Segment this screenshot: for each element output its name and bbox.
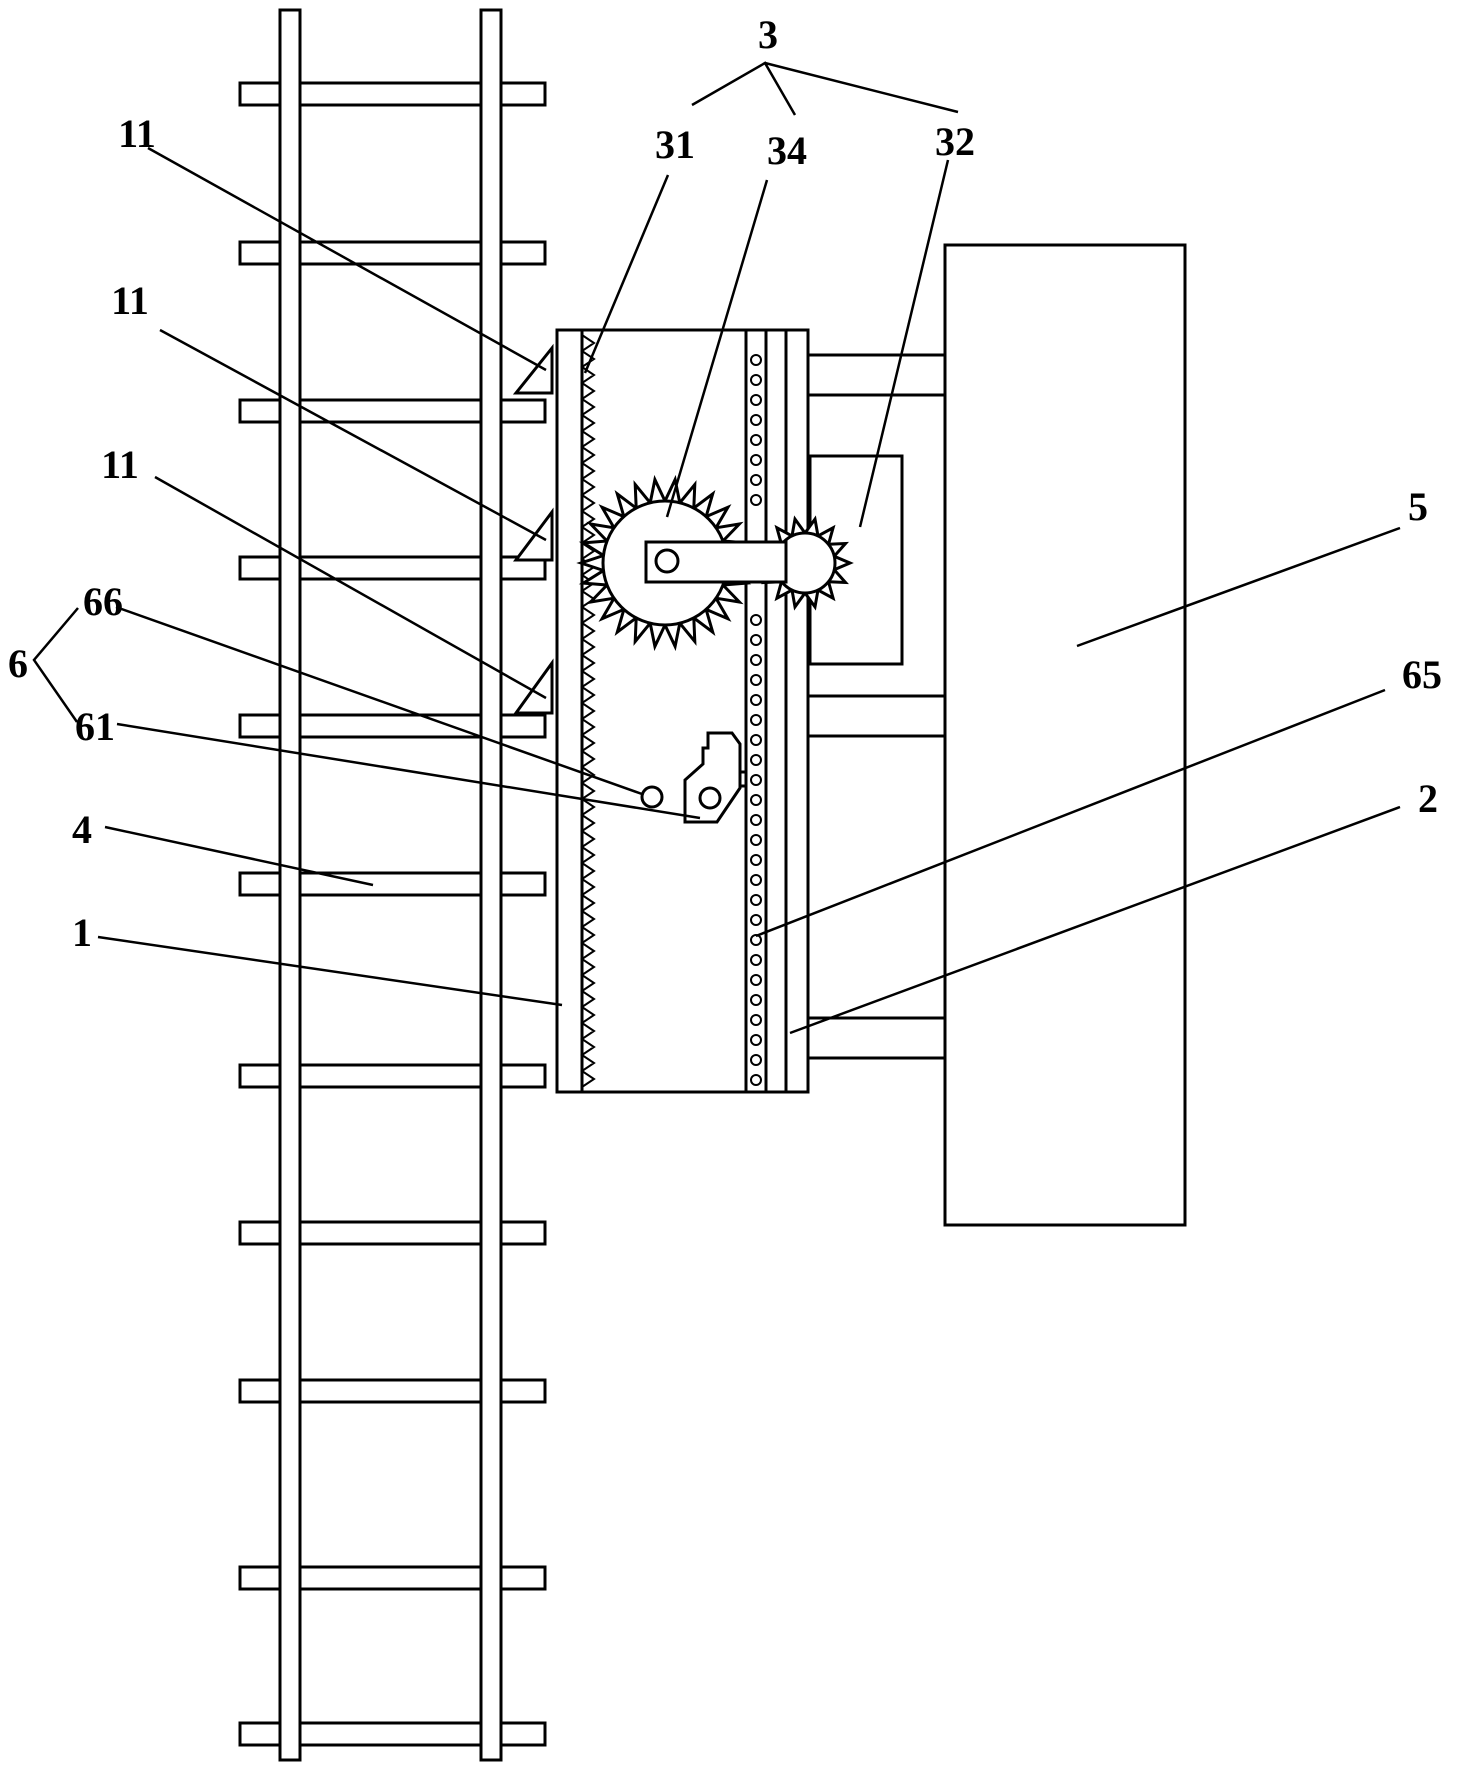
chain-roller: [751, 855, 761, 865]
chain-roller: [751, 715, 761, 725]
chain-roller: [751, 955, 761, 965]
label-2: 2: [1418, 776, 1438, 821]
chain-roller: [751, 1035, 761, 1045]
label-4: 4: [72, 807, 92, 852]
connector-arm-middle: [807, 696, 945, 736]
label-11-c: 11: [101, 442, 139, 487]
leader-6: [34, 608, 78, 722]
latch-pin: [700, 788, 720, 808]
chain-roller: [751, 935, 761, 945]
label-34: 34: [767, 128, 807, 173]
chain-roller: [751, 1075, 761, 1085]
chain-roller: [751, 375, 761, 385]
latch-stop-66: [642, 787, 662, 807]
hook-upper: [516, 348, 552, 393]
chain-roller: [751, 455, 761, 465]
label-11-a: 11: [118, 111, 156, 156]
frame-1: [557, 330, 808, 1092]
label-32: 32: [935, 119, 975, 164]
leader-3-right: [765, 63, 958, 112]
ladder-left-rail: [280, 10, 300, 1760]
chain-roller: [751, 435, 761, 445]
body-5: [807, 245, 1185, 1225]
chain-roller: [751, 395, 761, 405]
chain-roller: [751, 895, 761, 905]
main-body-5: [945, 245, 1185, 1225]
connector-arm-bottom: [807, 1018, 945, 1058]
hook-lower: [516, 663, 552, 713]
label-61: 61: [75, 704, 115, 749]
hook-middle: [516, 512, 552, 560]
ladder-track: [240, 10, 545, 1760]
chain-roller: [751, 915, 761, 925]
chain-roller: [751, 775, 761, 785]
chain-roller: [751, 795, 761, 805]
label-11-b: 11: [111, 278, 149, 323]
chain-roller: [751, 835, 761, 845]
chain-roller: [751, 415, 761, 425]
chain-roller: [751, 755, 761, 765]
chain-roller: [751, 475, 761, 485]
label-65: 65: [1402, 652, 1442, 697]
chain-roller: [751, 875, 761, 885]
chain-roller: [751, 1055, 761, 1065]
ladder-right-rail: [481, 10, 501, 1760]
label-66: 66: [83, 579, 123, 624]
leader-3: [692, 63, 795, 115]
chain-roller: [751, 815, 761, 825]
latch-tab: [740, 772, 746, 786]
chain-roller: [751, 355, 761, 365]
chain-roller: [751, 995, 761, 1005]
label-6: 6: [8, 641, 28, 686]
chain-roller: [751, 655, 761, 665]
chain-roller: [751, 695, 761, 705]
label-31: 31: [655, 122, 695, 167]
chain-roller: [751, 735, 761, 745]
chain-roller: [751, 675, 761, 685]
chain-roller: [751, 975, 761, 985]
gear-pivot-pin: [656, 550, 678, 572]
label-3: 3: [758, 12, 778, 57]
chain-roller: [751, 495, 761, 505]
chain-rollers: [751, 355, 761, 1085]
leader-32: [860, 160, 948, 527]
chain-roller: [751, 1015, 761, 1025]
chain-roller: [751, 615, 761, 625]
chain-roller: [751, 635, 761, 645]
connector-arm-top: [807, 355, 945, 395]
label-1: 1: [72, 910, 92, 955]
label-5: 5: [1408, 484, 1428, 529]
